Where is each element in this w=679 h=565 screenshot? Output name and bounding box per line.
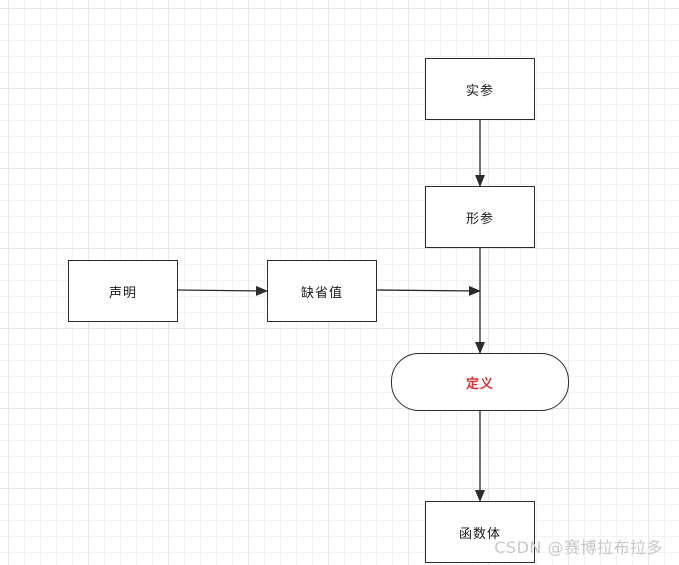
edge-default-to-junction <box>375 285 481 296</box>
node-formal-params-label: 形参 <box>465 211 494 227</box>
node-function-body[interactable]: 函数体 <box>425 501 535 563</box>
node-definition[interactable]: 定义 <box>391 353 569 411</box>
node-default-value-label: 缺省值 <box>300 285 343 301</box>
edge-declaration-to-default <box>176 285 268 296</box>
node-declaration[interactable]: 声明 <box>68 260 178 322</box>
watermark: CSDN @赛博拉布拉多 <box>494 538 663 557</box>
node-function-body-label: 函数体 <box>458 526 501 542</box>
node-default-value[interactable]: 缺省值 <box>267 260 377 322</box>
node-definition-label: 定义 <box>465 376 494 392</box>
node-actual-params[interactable]: 实参 <box>425 58 535 120</box>
node-actual-params-label: 实参 <box>465 83 494 99</box>
node-declaration-label: 声明 <box>108 285 137 301</box>
node-formal-params[interactable]: 形参 <box>425 186 535 248</box>
